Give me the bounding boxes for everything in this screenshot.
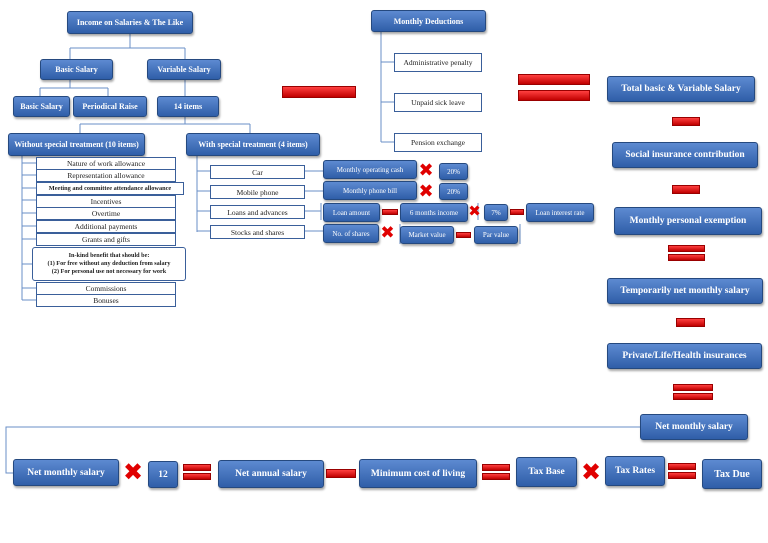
multiply-icon: ✖	[380, 223, 395, 243]
without-item: Bonuses	[36, 294, 176, 307]
minus-icon	[282, 86, 356, 98]
equals-icon	[518, 74, 590, 102]
root-node: Income on Salaries & The Like	[67, 11, 193, 34]
loan-amount: Loan amount	[323, 203, 380, 222]
with-special-node: With special treatment (4 items)	[186, 133, 320, 156]
basic-salary-node: Basic Salary	[40, 59, 113, 80]
net-monthly-salary-bottom: Net monthly salary	[13, 459, 119, 486]
social-insurance-contribution: Social insurance contribution	[612, 142, 758, 168]
minus-icon	[382, 209, 398, 215]
minus-icon	[672, 185, 700, 194]
without-item: Additional payments	[36, 220, 176, 233]
equals-icon	[668, 463, 696, 481]
multiply-icon: ✖	[122, 458, 144, 486]
without-special-node: Without special treatment (10 items)	[8, 133, 145, 156]
in-kind-title: In-kind benefit that should be:	[68, 252, 150, 260]
monthly-personal-exemption: Monthly personal exemption	[614, 207, 762, 235]
minus-icon	[326, 469, 356, 478]
monthly-phone-bill: Monthly phone bill	[323, 181, 417, 200]
minimum-cost-of-living: Minimum cost of living	[359, 459, 477, 488]
deduction-item: Pension exchange	[394, 133, 482, 152]
multiply-icon: ✖	[580, 458, 602, 486]
net-monthly-salary-result: Net monthly salary	[640, 414, 748, 440]
without-item: Grants and gifts	[36, 233, 176, 246]
multiply-icon: ✖	[418, 181, 434, 202]
market-value: Market value	[400, 226, 454, 244]
equals-icon	[668, 245, 705, 263]
with-item-stocks: Stocks and shares	[210, 225, 305, 239]
number-of-shares: No. of shares	[323, 224, 379, 243]
loan-interest-rate: Loan interest rate	[526, 203, 594, 222]
private-life-health-insurances: Private/Life/Health insurances	[607, 343, 762, 369]
equals-icon	[183, 464, 211, 482]
deduction-item: Unpaid sick leave	[394, 93, 482, 112]
without-item: Representation allowance	[36, 169, 176, 182]
fourteen-items-node: 14 items	[157, 96, 219, 117]
in-kind-benefit-box: In-kind benefit that should be: (1) For …	[32, 247, 186, 281]
percent-20-phone: 20%	[439, 183, 468, 200]
percent-7: 7%	[484, 204, 508, 221]
six-months-income: 6 months income	[400, 203, 468, 222]
monthly-deductions-header: Monthly Deductions	[371, 10, 486, 32]
tax-rates: Tax Rates	[605, 456, 665, 486]
minus-icon	[676, 318, 705, 327]
twelve-months: 12	[148, 461, 178, 488]
with-item-car: Car	[210, 165, 305, 179]
percent-20-car: 20%	[439, 163, 468, 180]
equals-icon	[482, 464, 510, 482]
without-item: Meeting and committee attendance allowan…	[36, 182, 184, 195]
without-item: Overtime	[36, 207, 176, 220]
monthly-operating-cash: Monthly operating cash	[323, 160, 417, 179]
in-kind-condition-2: (2) For personal use not necessary for w…	[51, 267, 167, 275]
variable-salary-node: Variable Salary	[147, 59, 221, 80]
minus-icon	[672, 117, 700, 126]
minus-icon	[456, 232, 471, 238]
multiply-icon: ✖	[418, 160, 434, 181]
basic-salary-leaf: Basic Salary	[13, 96, 70, 117]
multiply-icon: ✖	[468, 202, 481, 220]
tax-due: Tax Due	[702, 459, 762, 489]
in-kind-condition-1: (1) For free without any deduction from …	[47, 260, 171, 268]
par-value: Par value	[474, 226, 518, 244]
temporarily-net-monthly-salary: Temporarily net monthly salary	[607, 278, 763, 304]
net-annual-salary: Net annual salary	[218, 460, 324, 488]
total-basic-variable-salary: Total basic & Variable Salary	[607, 76, 755, 102]
deduction-item: Administrative penalty	[394, 53, 482, 72]
with-item-loans: Loans and advances	[210, 205, 305, 219]
with-item-mobile: Mobile phone	[210, 185, 305, 199]
tax-base: Tax Base	[516, 457, 577, 487]
periodical-raise-node: Periodical Raise	[73, 96, 147, 117]
minus-icon	[510, 209, 524, 215]
equals-icon	[673, 384, 713, 402]
